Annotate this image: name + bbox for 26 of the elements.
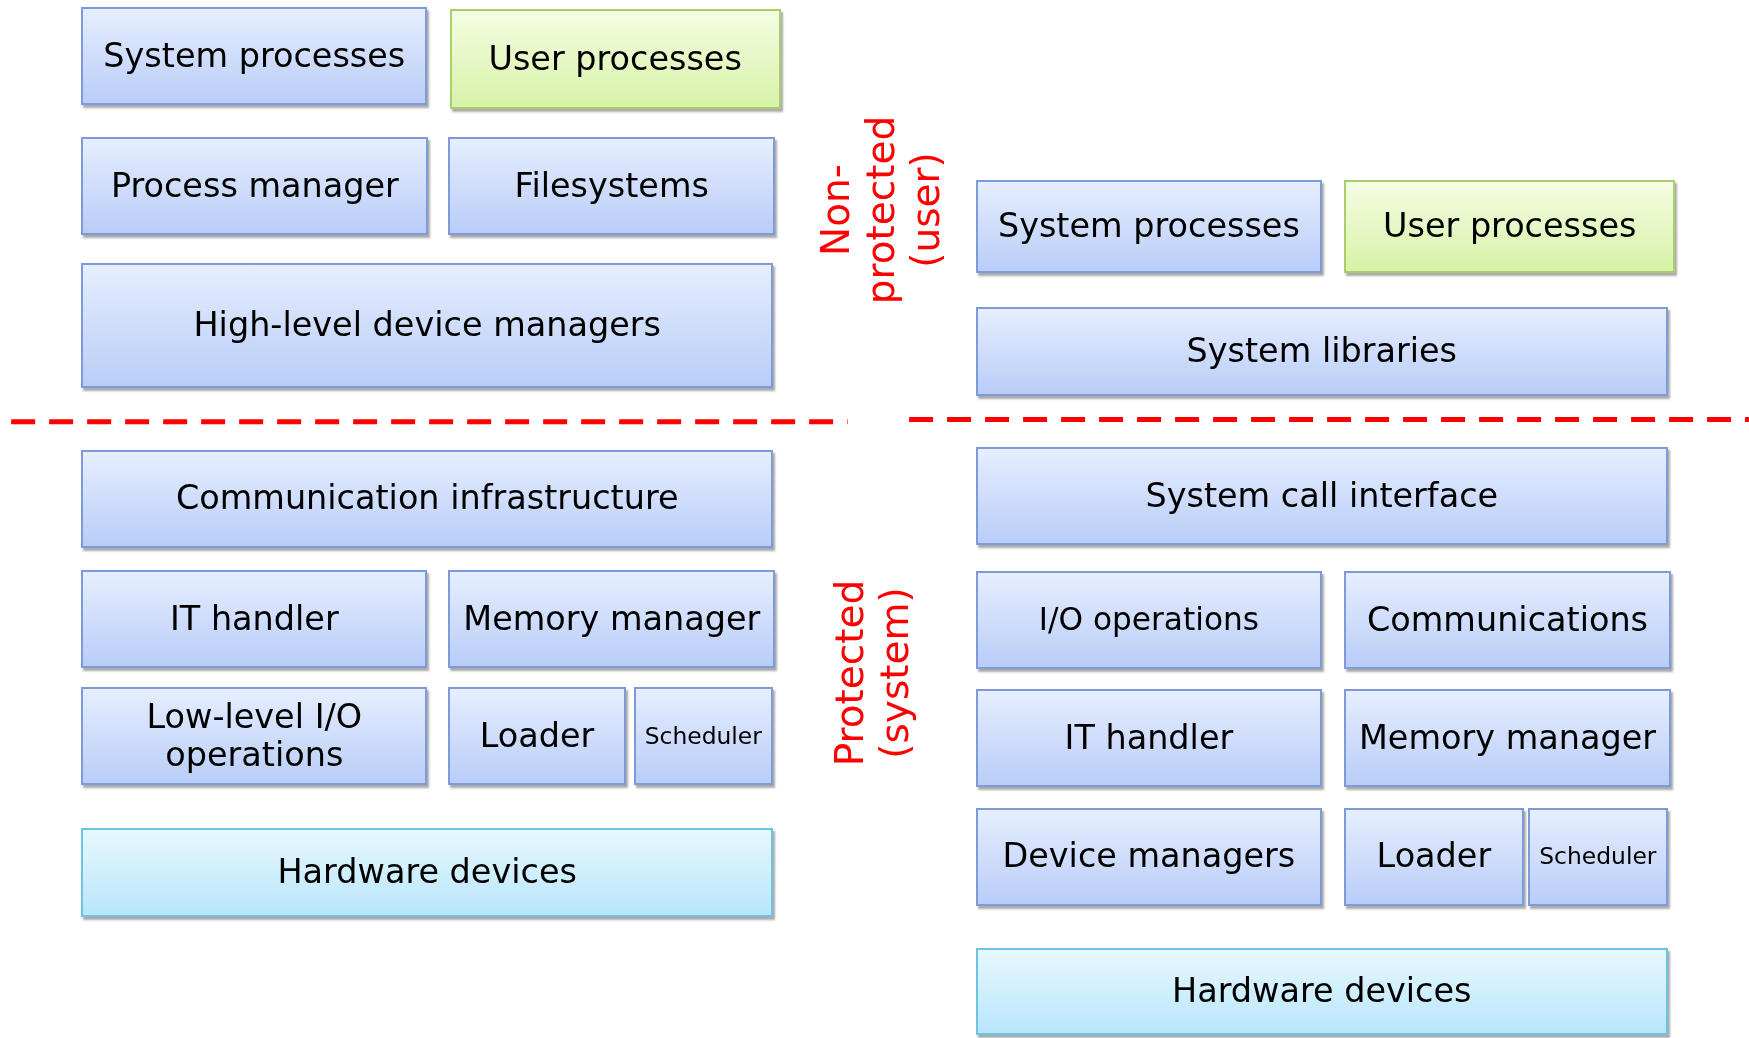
layer-box: Hardware devices: [81, 827, 773, 917]
layer-box: High-level device managers: [81, 263, 773, 389]
layer-box: Communication infrastructure: [81, 449, 773, 548]
layer-box: Process manager: [81, 137, 429, 236]
layer-box: Filesystems: [448, 137, 776, 236]
layer-box: I/O operations: [976, 571, 1322, 670]
layer-box: Hardware devices: [976, 948, 1668, 1036]
layer-box: System libraries: [976, 306, 1668, 396]
layer-box: Scheduler: [1528, 807, 1668, 906]
privilege-label: Non-protected (user): [813, 114, 949, 306]
privilege-label: Protected (system): [828, 578, 919, 768]
layer-box: System processes: [976, 179, 1322, 274]
layer-box: Loader: [448, 687, 626, 786]
layer-box: User processes: [1344, 179, 1676, 274]
layer-box: Memory manager: [1344, 689, 1671, 788]
layer-box: Scheduler: [633, 687, 773, 786]
layer-box: Memory manager: [448, 570, 776, 669]
layer-box: User processes: [449, 8, 781, 110]
layer-box: IT handler: [976, 689, 1322, 788]
layer-box: Device managers: [976, 807, 1322, 906]
layer-box: System call interface: [976, 447, 1668, 546]
layer-box: IT handler: [81, 570, 428, 669]
layer-box: Loader: [1344, 807, 1524, 906]
layer-box: Communications: [1344, 571, 1671, 670]
layer-box: Low-level I/O operations: [81, 687, 428, 786]
layer-box: System processes: [81, 6, 428, 105]
